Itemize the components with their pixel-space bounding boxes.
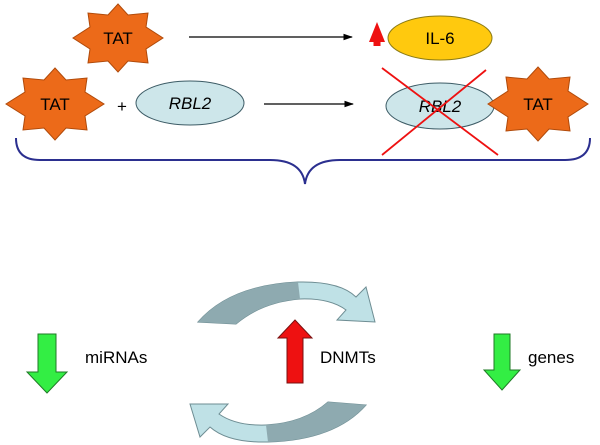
- genes-label: genes: [528, 348, 574, 367]
- il6-up-arrow-stem: [373, 35, 381, 46]
- genes-down-arrow-icon: [482, 333, 522, 391]
- curly-brace: [15, 137, 591, 185]
- mirnas-label: miRNAs: [85, 348, 147, 367]
- tat-star-row1: TAT: [72, 3, 164, 73]
- il6-label: IL-6: [425, 29, 454, 48]
- tat-label-row2-right: TAT: [523, 95, 553, 114]
- cycle-top-arrow-icon: [196, 281, 376, 325]
- rbl2-ellipse: RBL2: [135, 80, 245, 126]
- dnmts-up-arrow-icon: [276, 319, 314, 384]
- tat-star-row2-right: TAT: [487, 66, 589, 142]
- mirnas-down-arrow-icon: [25, 333, 69, 394]
- plus-sign: +: [117, 97, 127, 116]
- rbl2-crossed-ellipse: RBL2: [385, 82, 495, 130]
- il6-up-arrow-icon: [369, 22, 385, 46]
- tat-label-row1: TAT: [103, 29, 133, 48]
- rbl2-label: RBL2: [169, 94, 212, 113]
- inhibition-cross-icon: [381, 67, 499, 156]
- dnmts-label: DNMTs: [320, 348, 376, 367]
- tat-label-row2-left: TAT: [40, 95, 70, 114]
- cycle-bottom-arrow-icon: [189, 401, 368, 443]
- il6-ellipse: IL-6: [387, 15, 493, 61]
- tat-star-row2-left: TAT: [5, 67, 105, 141]
